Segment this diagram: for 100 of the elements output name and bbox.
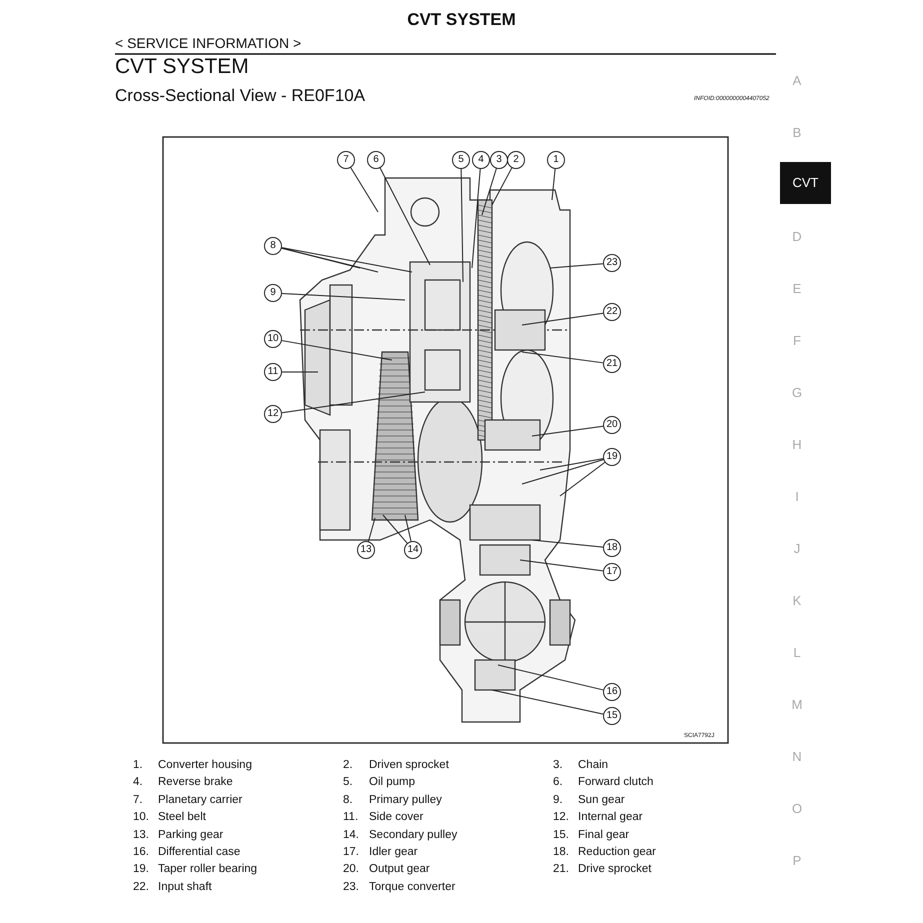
part-name: Reduction gear xyxy=(578,846,656,858)
leader-line xyxy=(498,664,604,690)
index-letter: O xyxy=(790,801,804,816)
part-name: Output gear xyxy=(369,863,430,876)
part-name: Torque converter xyxy=(369,880,456,893)
callout-number: 7 xyxy=(337,151,355,169)
leader-line xyxy=(522,459,604,484)
part-name: Oil pump xyxy=(369,776,416,788)
part-number: 21. xyxy=(553,863,569,876)
page-title: CVT SYSTEM xyxy=(406,10,517,30)
leader-line xyxy=(532,540,604,548)
leader-line xyxy=(482,168,497,216)
part-number: 10. xyxy=(133,811,149,824)
part-number: 2. xyxy=(343,759,353,771)
index-letter: L xyxy=(792,645,802,660)
leader-line xyxy=(560,462,606,496)
leader-line xyxy=(350,167,378,212)
callout-number: 12 xyxy=(264,405,282,423)
part-number: 15. xyxy=(553,828,569,841)
part-name: Primary pulley xyxy=(369,794,442,806)
leader-line xyxy=(532,426,604,436)
callout-number: 23 xyxy=(603,254,621,272)
callout-number: 22 xyxy=(603,303,621,321)
index-letter: P xyxy=(792,853,802,868)
part-name: Parking gear xyxy=(158,828,224,841)
part-name: Reverse brake xyxy=(158,776,233,788)
index-letter: B xyxy=(792,125,802,140)
leader-line xyxy=(281,340,392,360)
part-name: Internal gear xyxy=(578,811,643,824)
leader-line xyxy=(460,168,464,282)
index-letter: N xyxy=(791,749,803,764)
callout-number: 5 xyxy=(452,151,470,169)
leader-line xyxy=(550,263,604,268)
part-number: 3. xyxy=(553,759,563,771)
leader-line xyxy=(368,518,376,542)
callout-number: 13 xyxy=(357,541,375,559)
leader-line xyxy=(281,392,426,414)
callout-number: 9 xyxy=(264,284,282,302)
index-letter: G xyxy=(790,385,804,400)
index-letter: K xyxy=(792,593,802,608)
callout-number: 17 xyxy=(603,563,621,581)
part-number: 8. xyxy=(343,794,353,806)
callout-number: 3 xyxy=(490,151,508,169)
part-number: 7. xyxy=(133,794,143,806)
part-number: 9. xyxy=(553,794,563,806)
callout-number: 19 xyxy=(603,448,621,466)
part-number: 12. xyxy=(553,811,569,824)
index-letter: E xyxy=(792,281,802,296)
index-letter: F xyxy=(792,333,802,348)
callout-number: 15 xyxy=(603,707,621,725)
part-number: 22. xyxy=(133,880,149,893)
callout-number: 6 xyxy=(367,151,385,169)
part-name: Input shaft xyxy=(158,880,212,893)
part-name: Sun gear xyxy=(578,794,625,806)
callout-number: 18 xyxy=(603,539,621,557)
part-number: 23. xyxy=(343,880,359,893)
section-tab: CVT xyxy=(780,162,831,204)
part-name: Side cover xyxy=(369,811,424,824)
part-number: 20. xyxy=(343,863,359,876)
subheading: Cross-Sectional View - RE0F10A xyxy=(115,86,366,106)
callout-number: 8 xyxy=(264,237,282,255)
section-breadcrumb: < SERVICE INFORMATION > xyxy=(115,35,302,51)
part-name: Steel belt xyxy=(158,811,206,824)
index-letter: D xyxy=(791,229,803,244)
part-number: 16. xyxy=(133,846,149,858)
part-number: 11. xyxy=(343,811,358,824)
callout-number: 14 xyxy=(404,541,422,559)
part-name: Drive sprocket xyxy=(578,863,652,876)
callout-number: 1 xyxy=(547,151,565,169)
part-number: 1. xyxy=(133,759,143,771)
index-letter: I xyxy=(794,489,800,504)
leader-line xyxy=(552,168,556,200)
callout-number: 10 xyxy=(264,330,282,348)
part-number: 19. xyxy=(133,863,149,876)
part-number: 18. xyxy=(553,846,569,858)
leader-line xyxy=(540,458,604,470)
callout-number: 21 xyxy=(603,355,621,373)
leader-line xyxy=(281,248,378,272)
part-number: 5. xyxy=(343,776,353,788)
leader-line xyxy=(492,690,604,715)
part-name: Final gear xyxy=(578,828,630,841)
leader-line xyxy=(520,560,604,572)
part-name: Secondary pulley xyxy=(369,828,458,841)
part-name: Converter housing xyxy=(158,759,252,771)
index-letter: J xyxy=(792,541,802,556)
part-number: 6. xyxy=(553,776,563,788)
leader-line xyxy=(492,167,512,206)
part-name: Driven sprocket xyxy=(369,759,449,771)
leader-line xyxy=(382,514,408,544)
part-number: 14. xyxy=(343,828,359,841)
part-name: Forward clutch xyxy=(578,776,654,788)
part-name: Chain xyxy=(578,759,608,771)
callout-number: 11 xyxy=(264,363,282,381)
leader-line xyxy=(472,168,481,268)
callout-number: 2 xyxy=(507,151,525,169)
part-name: Idler gear xyxy=(369,846,418,858)
leader-line xyxy=(522,352,604,364)
section-heading: CVT SYSTEM xyxy=(115,55,249,79)
part-number: 4. xyxy=(133,776,143,788)
part-name: Taper roller bearing xyxy=(158,863,258,876)
